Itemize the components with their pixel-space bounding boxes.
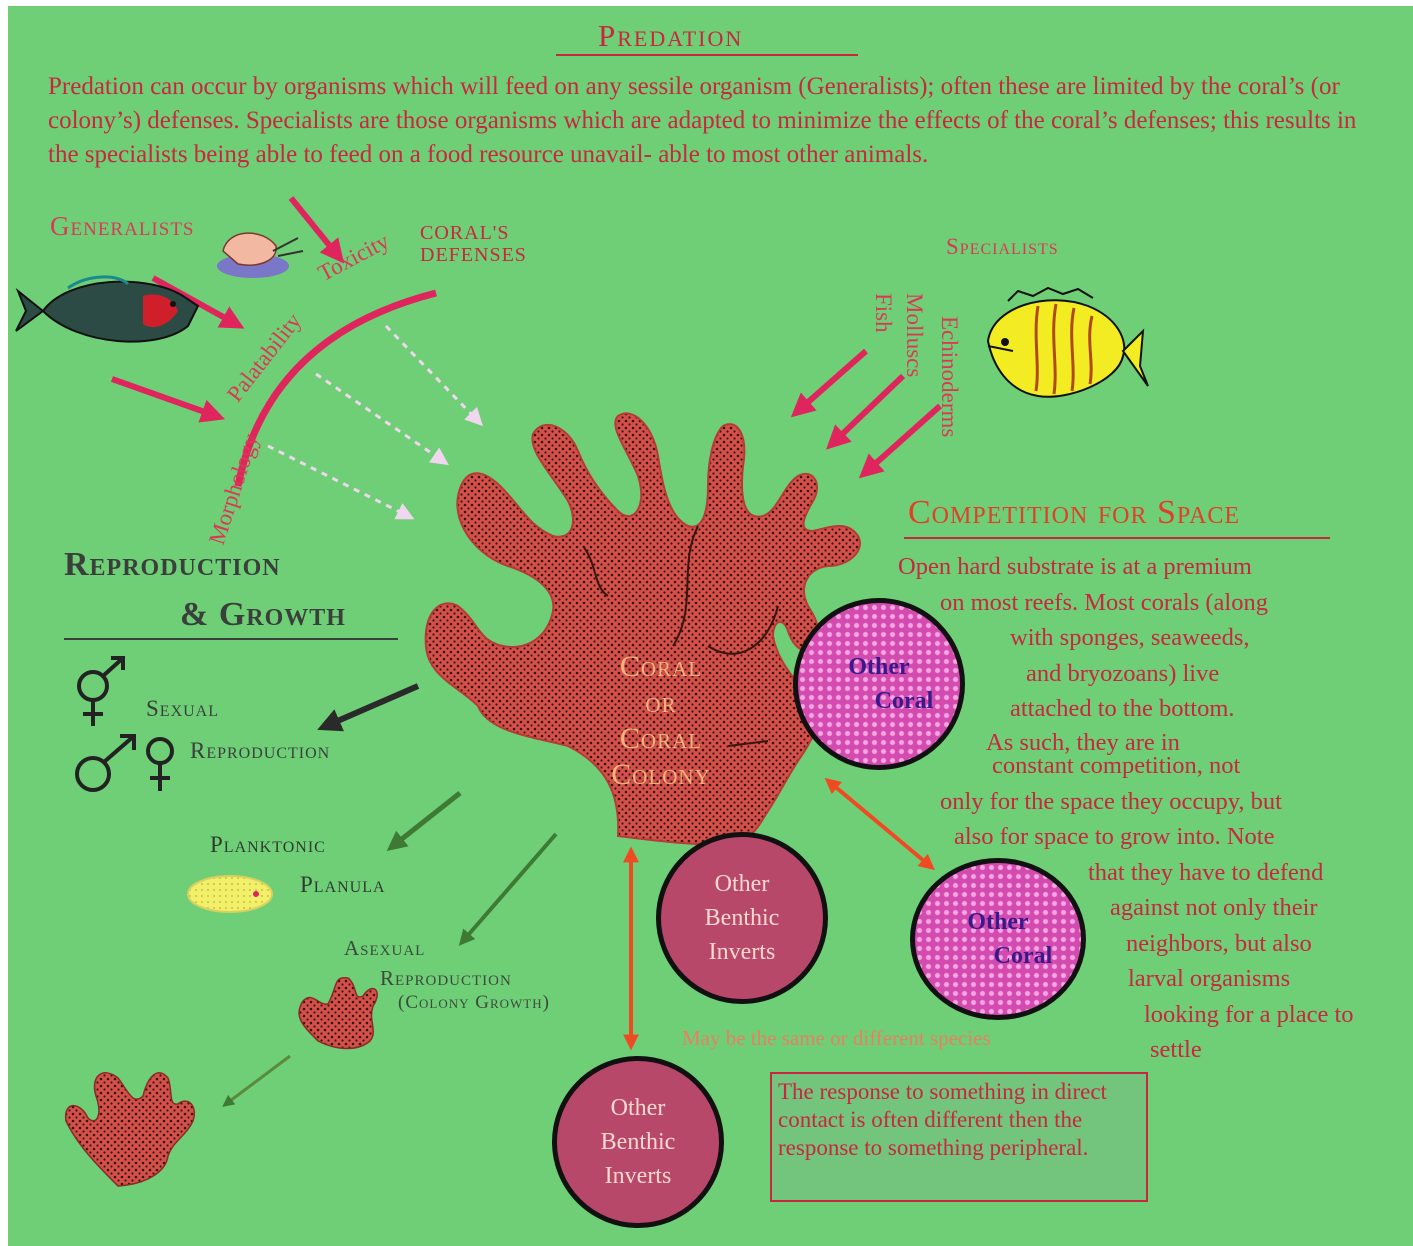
competition-line: and bryozoans) live bbox=[1026, 656, 1408, 692]
butterflyfish-icon bbox=[988, 288, 1148, 397]
specialist-echinoderms-label: Echinoderms bbox=[936, 316, 962, 437]
specialists-label: Specialists bbox=[946, 234, 1059, 260]
generalists-label: Generalists bbox=[50, 211, 195, 242]
circle-text: Inverts bbox=[709, 935, 776, 969]
competition-line: looking for a place to bbox=[1144, 997, 1408, 1033]
competition-line: settle bbox=[1150, 1032, 1408, 1068]
specialist-molluscs-label: Molluscs bbox=[901, 293, 927, 377]
reproduction-heading-line2: & Growth bbox=[180, 596, 346, 634]
defenses-line1: CORAL'S bbox=[420, 222, 527, 244]
circle-text: Other bbox=[715, 867, 770, 901]
asexual-label: Asexual bbox=[344, 936, 425, 961]
planula-arrow bbox=[393, 793, 460, 846]
sexual-arrow bbox=[326, 686, 418, 726]
other-coral-circle-top: Other Coral bbox=[793, 598, 965, 770]
competition-line: against not only their bbox=[1110, 890, 1408, 926]
circle-text: Coral bbox=[994, 939, 1053, 973]
center-line3: Coral bbox=[576, 721, 746, 757]
intro-paragraph: Predation can occur by organisms which w… bbox=[48, 70, 1378, 172]
circle-text: Coral bbox=[875, 684, 934, 718]
circle-text: Benthic bbox=[601, 1125, 676, 1159]
diagram-canvas: Predation Predation can occur by organis… bbox=[8, 6, 1413, 1246]
planktonic-label: Planktonic bbox=[210, 832, 326, 858]
planula-larva-icon bbox=[188, 876, 272, 912]
asexual-reproduction-label: Reproduction bbox=[380, 966, 512, 991]
circle-text: Benthic bbox=[705, 901, 780, 935]
reproduction-heading-line1: Reproduction bbox=[64, 546, 281, 584]
colony-growth-label: (Colony Growth) bbox=[398, 992, 550, 1014]
sexual-label: Sexual bbox=[146, 696, 219, 722]
circle-text: Other bbox=[967, 905, 1028, 939]
colony-growth-arrow bbox=[226, 1056, 290, 1104]
other-benthic-inverts-circle-top: Other Benthic Inverts bbox=[656, 832, 828, 1004]
defense-to-coral-arrows bbox=[268, 326, 478, 516]
other-benthic-inverts-circle-bottom: Other Benthic Inverts bbox=[552, 1056, 724, 1228]
circle-text: Inverts bbox=[605, 1159, 672, 1193]
small-coral-icon bbox=[66, 978, 377, 1186]
circle-text: Other bbox=[848, 650, 909, 684]
competition-line: larval organisms bbox=[1128, 961, 1408, 997]
sexual-reproduction-label: Reproduction bbox=[190, 738, 330, 764]
asexual-arrow bbox=[463, 834, 556, 941]
competition-line: also for space to grow into. Note bbox=[954, 819, 1408, 855]
defenses-line2: DEFENSES bbox=[420, 244, 527, 266]
competition-line: constant competition, not bbox=[992, 748, 1408, 784]
specialist-fish-label: Fish bbox=[870, 293, 896, 333]
response-note-box: The response to something in direct cont… bbox=[770, 1072, 1148, 1202]
center-line2: or bbox=[576, 685, 746, 721]
competition-line: Open hard substrate is at a premium bbox=[898, 549, 1408, 585]
competition-heading: Competition for Space bbox=[908, 494, 1240, 532]
center-line4: Colony bbox=[576, 757, 746, 793]
corals-defenses-label: CORAL'S DEFENSES bbox=[420, 222, 527, 266]
competition-line: with sponges, seaweeds, bbox=[1010, 620, 1408, 656]
competition-line: on most reefs. Most corals (along bbox=[940, 585, 1408, 621]
page-title: Predation bbox=[598, 18, 743, 54]
title-rule bbox=[556, 54, 858, 56]
snail-icon bbox=[217, 233, 303, 278]
circle-text: Other bbox=[611, 1091, 666, 1125]
planula-label: Planula bbox=[300, 872, 386, 898]
same-species-label: May be the same or different species bbox=[682, 1026, 991, 1051]
other-coral-circle-right: Other Coral bbox=[910, 858, 1086, 1020]
male-female-symbols-icon bbox=[77, 658, 172, 791]
competition-line: attached to the bottom. bbox=[1010, 691, 1408, 727]
coral-colony-label: Coral or Coral Colony bbox=[576, 649, 746, 793]
center-line1: Coral bbox=[576, 649, 746, 685]
competition-line: that they have to defend bbox=[1088, 855, 1408, 891]
competition-line: only for the space they occupy, but bbox=[940, 784, 1408, 820]
competition-line: neighbors, but also bbox=[1126, 926, 1408, 962]
